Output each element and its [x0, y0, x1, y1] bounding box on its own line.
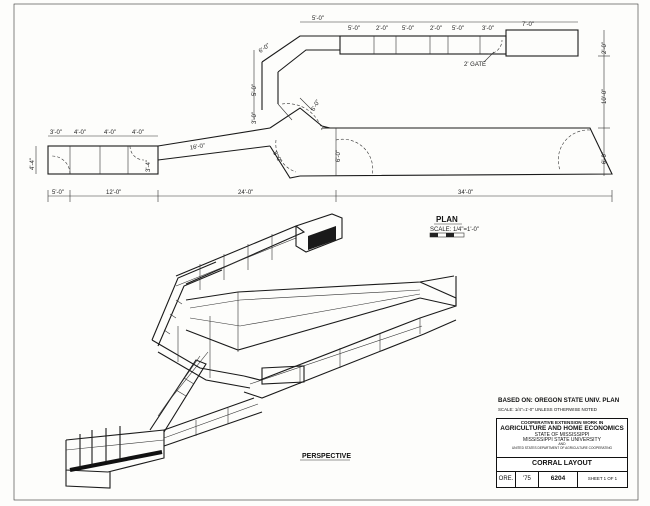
- dim-top-7: 3'-0": [482, 26, 494, 32]
- dim-top-8: 7'-0": [522, 22, 534, 28]
- drawing-year: '75: [516, 472, 539, 487]
- dim-top-5: 2'-0": [430, 26, 442, 32]
- coop-line2: AGRICULTURE AND HOME ECONOMICS: [500, 424, 624, 432]
- dim-crowd-a: 6'-0": [258, 43, 271, 55]
- coop-line1: COOPERATIVE EXTENSION WORK IN: [520, 420, 604, 425]
- plan-scale: SCALE: 1/4"=1'-0": [430, 227, 479, 233]
- dim-top-2: 5'-0": [348, 26, 360, 32]
- plan-view: 5'-0" 5'-0" 2'-0" 5'-0" 2'-0" 5'-0" 3'-0…: [30, 16, 613, 202]
- drawing-number: 6204: [539, 472, 578, 487]
- gate-note: 2' GATE: [464, 62, 486, 68]
- dim-top-6: 5'-0": [452, 26, 464, 32]
- university-line: MISSISSIPPI STATE UNIVERSITY: [523, 436, 601, 443]
- drawing-title: CORRAL LAYOUT: [532, 460, 592, 467]
- based-on-note: BASED ON: OREGON STATE UNIV. PLAN: [498, 397, 620, 404]
- drawing-code: ORE.: [497, 472, 516, 487]
- dim-mid: 3'-4": [146, 160, 152, 172]
- extension-block: COOPERATIVE EXTENSION WORK IN AGRICULTUR…: [496, 418, 628, 458]
- usda-line: UNITED STATES DEPARTMENT OF AGRICULTURE …: [512, 445, 612, 450]
- dim-bottom-2: 12'-0": [106, 190, 121, 196]
- dim-pen-3: 4'-0": [104, 130, 116, 136]
- title-block: BASED ON: OREGON STATE UNIV. PLAN SCALE:…: [498, 397, 626, 500]
- dim-pen-h: 6'-0": [336, 150, 342, 162]
- dim-pen-2: 4'-0": [74, 130, 86, 136]
- dim-bottom-4: 34'-0": [458, 190, 473, 196]
- plan-left-pen: [47, 145, 159, 175]
- drawing-number-row: ORE. '75 6204 SHEET 1 OF 1: [496, 472, 628, 488]
- dim-top-1: 5'-0": [312, 16, 324, 22]
- dim-right-3: 6'-0": [602, 152, 608, 164]
- sheet-border: [13, 3, 639, 501]
- dim-alley: 6'-0": [311, 99, 322, 112]
- dim-chute: 16'-0": [189, 143, 205, 151]
- dim-pen-1: 3'-0": [50, 130, 62, 136]
- dim-crowd-c: 3'-0": [252, 112, 258, 124]
- sheet-number: SHEET 1 OF 1: [587, 476, 618, 481]
- state-line: STATE OF MISSISSIPPI: [534, 431, 590, 438]
- dim-pen-4: 4'-0": [132, 130, 144, 136]
- dim-bottom-3: 24'-0": [238, 190, 253, 196]
- dim-bottom-1: 5'-0": [52, 190, 64, 196]
- dim-crowd-b: 5'-0": [252, 84, 258, 96]
- dim-top-4: 5'-0": [402, 26, 414, 32]
- dim-right-2: 10'-0": [602, 89, 608, 104]
- scale-note: SCALE: 1/4"=1'-0" UNLESS OTHERWISE NOTED: [498, 406, 597, 412]
- plan-big-pen: [299, 127, 613, 177]
- plan-title: PLAN: [436, 215, 458, 224]
- dim-left-end: 4'-4": [30, 158, 36, 170]
- dim-right-1: 2'-0": [602, 42, 608, 54]
- dim-crowd-d: 8'-0": [271, 151, 282, 164]
- drawing-title-box: CORRAL LAYOUT: [496, 458, 628, 472]
- perspective-view: [65, 213, 457, 489]
- dim-top-3: 2'-0": [376, 26, 388, 32]
- and-line: AND: [558, 442, 566, 447]
- plan-top-lane: [339, 35, 507, 55]
- perspective-title: PERSPECTIVE: [302, 453, 351, 460]
